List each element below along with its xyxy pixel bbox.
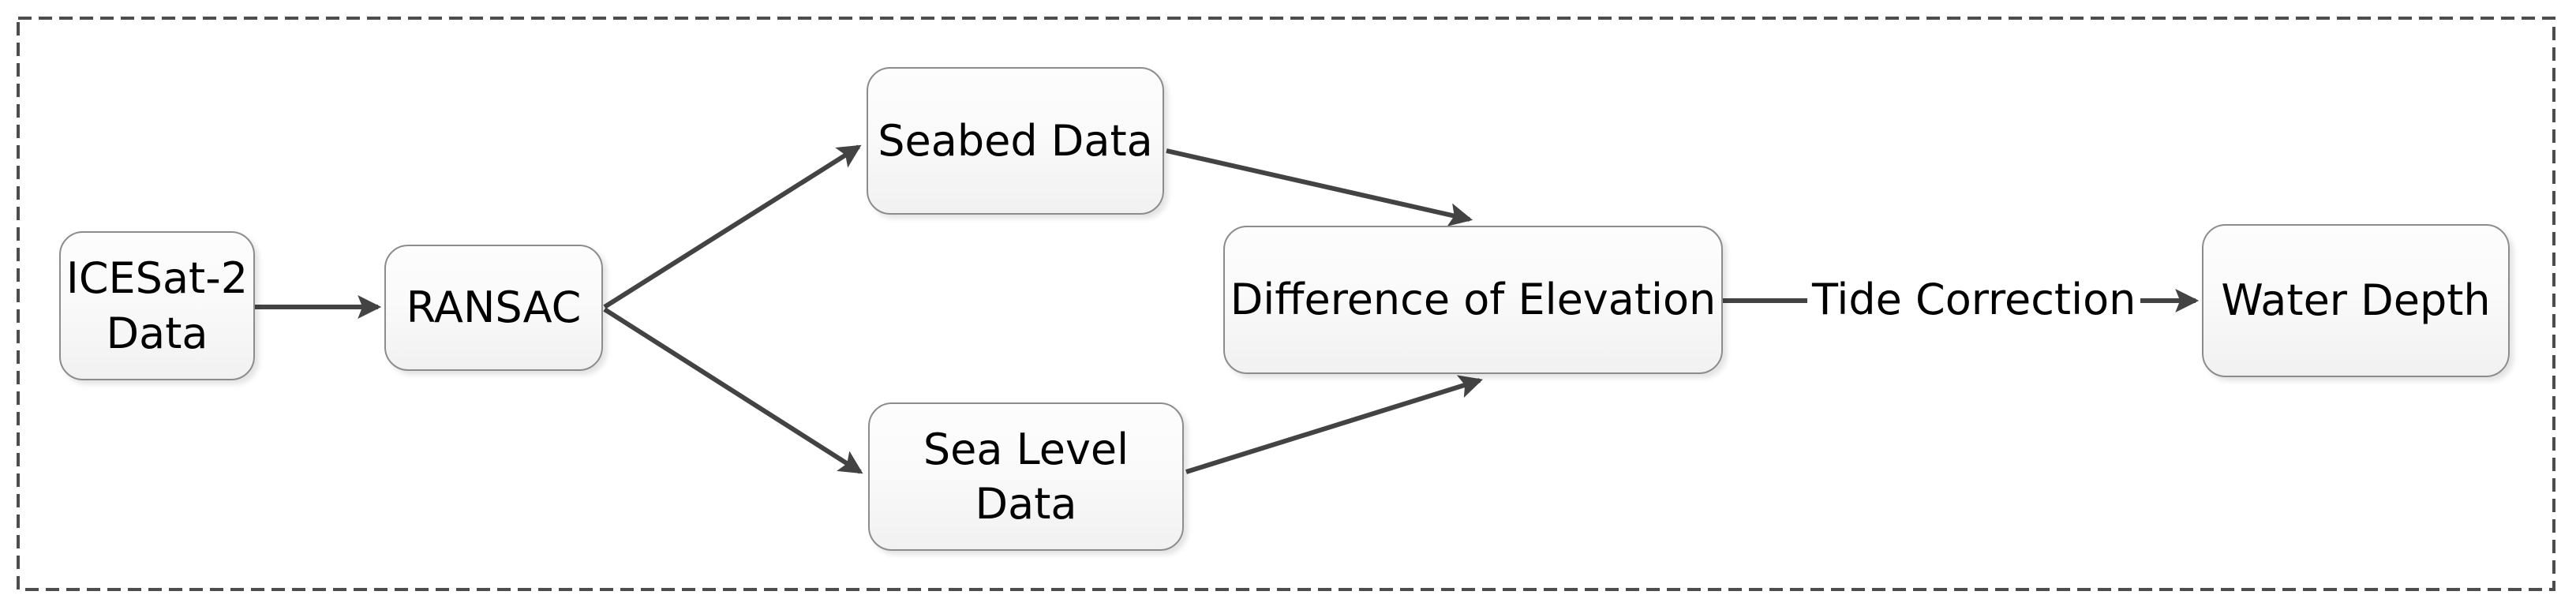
- edge-ransac-to-seabed: [603, 144, 862, 309]
- node-icesat2-data[interactable]: ICESat-2 Data: [59, 231, 255, 380]
- edge-label-tide-correction: Tide Correction: [1807, 279, 2141, 321]
- edge-sealevel-to-difference: [1185, 375, 1484, 474]
- node-difference-of-elevation[interactable]: Difference of Elevation: [1223, 226, 1723, 374]
- node-water-depth[interactable]: Water Depth: [2202, 224, 2510, 377]
- edge-seabed-to-difference: [1166, 148, 1473, 226]
- node-sea-level-data[interactable]: Sea Level Data: [868, 402, 1184, 551]
- edge-ransac-to-sealevel: [603, 307, 863, 474]
- node-seabed-data[interactable]: Seabed Data: [867, 67, 1164, 215]
- dashed-boundary-frame: [17, 17, 2555, 591]
- node-ransac[interactable]: RANSAC: [384, 245, 603, 371]
